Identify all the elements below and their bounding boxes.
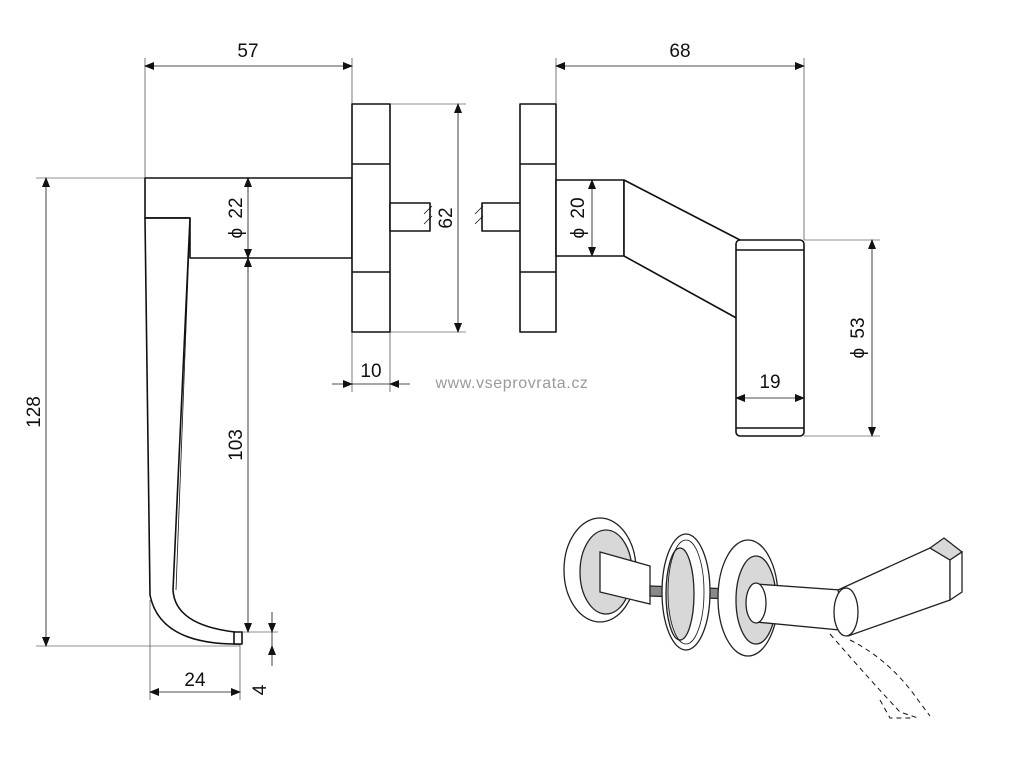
svg-text:ϕ 53: ϕ 53 [848,317,869,358]
dimension-10-label: 10 [360,361,381,382]
spindle-left [389,202,431,232]
dimension-lever-length: 57 [144,41,353,178]
dimension-128-label: 128 [24,396,45,428]
rose-right [519,103,557,333]
watermark-text: www.vseprovrata.cz [434,375,588,392]
handle-3d-view [563,517,964,719]
dimension-20-label: 20 [568,197,589,218]
dimension-tip-height: 4 [250,612,276,695]
knob-base [735,239,805,437]
dimension-24-label: 24 [184,670,206,691]
dimension-103-label: 103 [226,429,247,461]
rose-left [351,103,433,333]
dimension-grip-height: 103 [226,257,278,633]
diameter-symbol: ϕ [848,348,869,359]
dimension-rose-height: 62 [390,103,466,333]
dimension-rose-diameter: ϕ 22 [226,177,252,259]
dimension-22-label: 22 [226,197,247,218]
dimension-base-width: 19 [735,372,805,402]
diameter-symbol: ϕ [226,228,247,239]
spindle-right [481,202,523,232]
dimension-base-diameter: ϕ 53 [804,239,880,437]
dimension-knob-length: 68 [555,41,805,240]
knob-neck [555,179,625,257]
dimension-57-label: 57 [237,41,258,62]
svg-text:ϕ 22: ϕ 22 [226,197,247,238]
dimension-4-label: 4 [250,684,271,695]
knob-arm [623,179,741,321]
dimension-68-label: 68 [669,41,690,62]
dimension-total-height: 128 [24,177,240,647]
dimension-19-label: 19 [759,372,780,393]
diameter-symbol: ϕ [568,228,589,239]
lever-tip [233,631,243,645]
dimension-62-label: 62 [436,207,457,228]
lever-handle-front-view [144,177,353,645]
dimension-rose-thickness: 10 [332,332,410,392]
swing-path [829,633,931,719]
dimension-53-label: 53 [848,317,869,338]
dimension-knob-neck-diameter: ϕ 20 [568,179,596,257]
dimension-handle-bottom-width: 24 [149,600,241,700]
svg-text:ϕ 20: ϕ 20 [568,197,589,238]
